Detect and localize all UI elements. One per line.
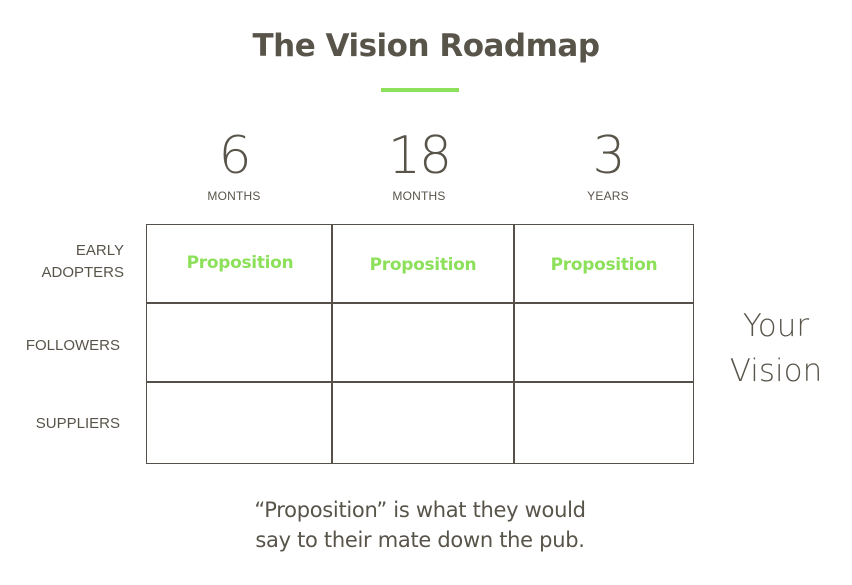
vision-line: Vision <box>729 353 823 389</box>
timeframe-3-years: 3 YEARS <box>548 126 668 203</box>
timeframe-number: 6 <box>218 126 251 186</box>
grid-cell-followers-18m <box>333 304 513 381</box>
grid-divider-vertical <box>331 225 333 463</box>
grid-cell-early-3y: Proposition <box>550 254 658 275</box>
caption: “Proposition” is what they would say to … <box>0 495 840 555</box>
grid-cell-suppliers-18m <box>333 383 513 463</box>
row-label-suppliers: SUPPLIERS <box>35 415 120 432</box>
grid-divider-horizontal <box>147 381 693 383</box>
vision-line: Your <box>742 308 810 344</box>
caption-line: say to their mate down the pub. <box>255 528 585 552</box>
grid-cell-early-6m: Proposition <box>186 252 294 273</box>
row-label-line: EARLY <box>75 242 124 259</box>
title-underline <box>381 88 459 92</box>
page-title: The Vision Roadmap <box>252 28 600 64</box>
your-vision-label: Your Vision <box>716 304 836 394</box>
grid-cell-suppliers-3y <box>515 383 693 463</box>
timeframe-6-months: 6 MONTHS <box>174 126 294 203</box>
roadmap-grid: Proposition Proposition Proposition <box>146 224 694 464</box>
grid-cell-early-18m: Proposition <box>369 254 477 275</box>
grid-cell-followers-3y <box>515 304 693 381</box>
row-label-followers: FOLLOWERS <box>25 337 120 354</box>
grid-divider-vertical <box>513 225 515 463</box>
caption-line: “Proposition” is what they would <box>254 498 586 522</box>
grid-divider-horizontal <box>147 302 693 304</box>
grid-cell-suppliers-6m <box>147 383 331 463</box>
timeframe-18-months: 18 MONTHS <box>359 126 479 203</box>
row-label-early-adopters: EARLY ADOPTERS <box>20 240 124 284</box>
timeframe-unit: MONTHS <box>392 189 446 203</box>
grid-cell-followers-6m <box>147 304 331 381</box>
row-label-line: ADOPTERS <box>41 264 124 281</box>
timeframe-number: 18 <box>387 126 452 186</box>
timeframe-number: 3 <box>592 126 625 186</box>
timeframe-unit: MONTHS <box>207 189 261 203</box>
timeframe-unit: YEARS <box>587 189 629 203</box>
